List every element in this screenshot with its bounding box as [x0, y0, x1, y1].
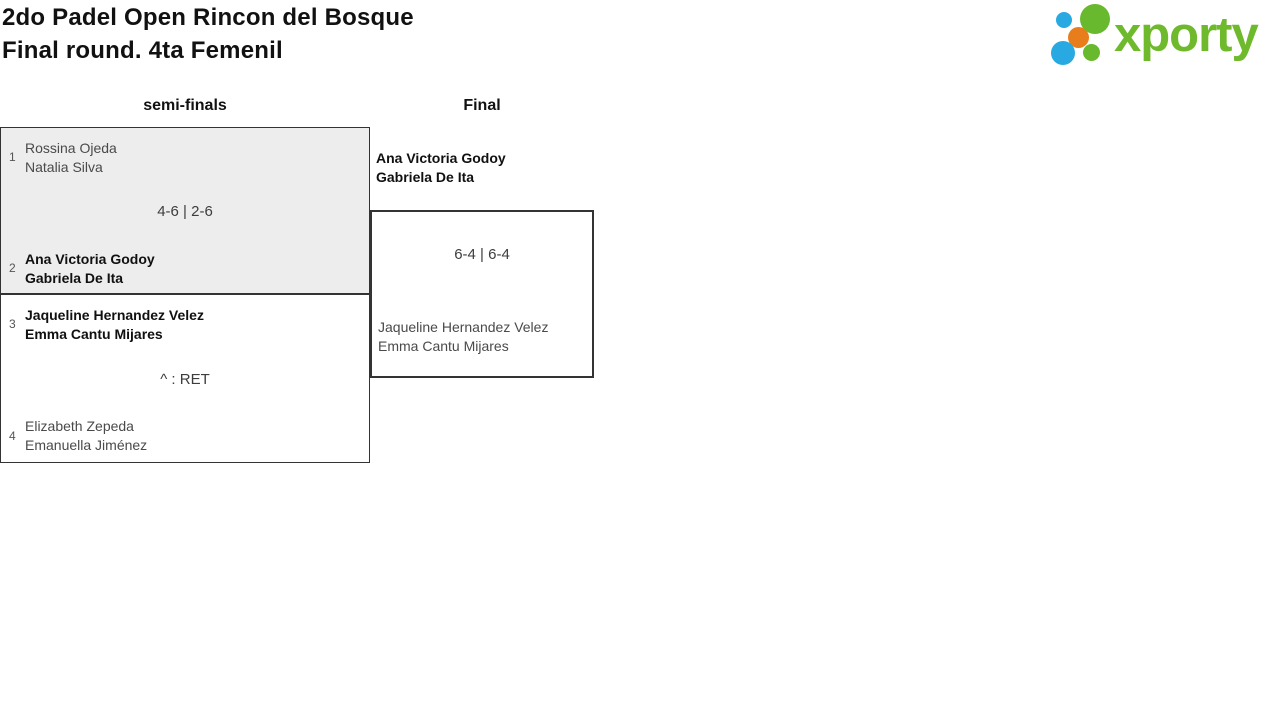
- xporty-logo[interactable]: xporty: [1045, 0, 1280, 72]
- seed-number: 3: [9, 317, 16, 331]
- round-category: Final round. 4ta Femenil: [2, 37, 283, 64]
- match-score: ^ : RET: [160, 371, 210, 388]
- logo-dot-orange-icon: [1068, 27, 1089, 48]
- match-box-semifinal-1: 1 Rossina Ojeda Natalia Silva 4-6 | 2-6 …: [0, 127, 370, 294]
- player-name: Elizabeth Zepeda: [25, 418, 134, 434]
- player-name: Jaqueline Hernandez Velez: [25, 307, 204, 323]
- team-names: Elizabeth Zepeda Emanuella Jiménez: [25, 417, 147, 455]
- player-name: Emma Cantu Mijares: [25, 326, 163, 342]
- round-header-final: Final: [463, 97, 501, 114]
- player-name: Emma Cantu Mijares: [378, 338, 509, 354]
- match-box-semifinal-2: 3 Jaqueline Hernandez Velez Emma Cantu M…: [0, 294, 370, 463]
- match-score: 6-4 | 6-4: [454, 246, 510, 263]
- player-name: Rossina Ojeda: [25, 140, 117, 156]
- logo-dot-blue-small-icon: [1056, 12, 1072, 28]
- match-box-final: 6-4 | 6-4 Jaqueline Hernandez Velez Emma…: [370, 210, 594, 378]
- player-name: Gabriela De Ita: [25, 270, 124, 286]
- logo-dot-blue-large-icon: [1051, 41, 1075, 65]
- tournament-name: 2do Padel Open Rincon del Bosque: [2, 4, 414, 31]
- player-name: Ana Victoria Godoy: [25, 251, 155, 267]
- player-name: Jaqueline Hernandez Velez: [378, 319, 549, 335]
- team-names-final-winner: Ana Victoria Godoy Gabriela De Ita: [376, 149, 506, 187]
- match-score: 4-6 | 2-6: [157, 203, 213, 220]
- team-names: Ana Victoria Godoy Gabriela De Ita: [25, 250, 155, 288]
- player-name: Gabriela De Ita: [376, 169, 475, 185]
- seed-number: 4: [9, 429, 16, 443]
- seed-number: 1: [9, 150, 16, 164]
- seed-number: 2: [9, 261, 16, 275]
- logo-wordmark: xporty: [1114, 8, 1259, 62]
- team-names: Rossina Ojeda Natalia Silva: [25, 139, 117, 177]
- player-name: Natalia Silva: [25, 159, 103, 175]
- player-name: Emanuella Jiménez: [25, 437, 148, 453]
- team-names: Jaqueline Hernandez Velez Emma Cantu Mij…: [25, 306, 204, 344]
- player-name: Ana Victoria Godoy: [376, 150, 506, 166]
- team-names-final-loser: Jaqueline Hernandez Velez Emma Cantu Mij…: [378, 318, 548, 356]
- round-header-semifinals: semi-finals: [143, 97, 227, 114]
- page-title: 2do Padel Open Rincon del Bosque Final r…: [2, 1, 414, 67]
- logo-dot-green-small-icon: [1083, 44, 1100, 61]
